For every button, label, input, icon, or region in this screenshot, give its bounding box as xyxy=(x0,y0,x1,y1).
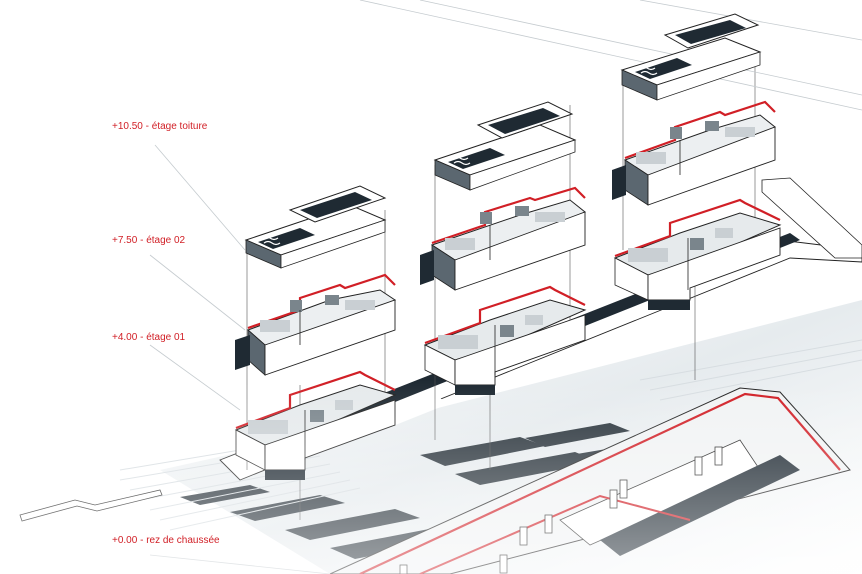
b3-floor02 xyxy=(612,100,776,206)
b3-roof xyxy=(620,13,762,101)
level-label-roof: +10.50 - étage toiture xyxy=(112,121,208,132)
level-label-ground: +0.00 - rez de chaussée xyxy=(112,535,220,546)
b2-roof xyxy=(433,101,577,191)
building-3 xyxy=(612,13,782,310)
building-2 xyxy=(420,101,587,395)
bottom-fade xyxy=(0,380,862,574)
level-label-floor2: +7.50 - étage 02 xyxy=(112,235,186,246)
level-label-floor1: +4.00 - étage 01 xyxy=(112,332,186,343)
b3-floor01 xyxy=(613,198,782,310)
b1-floor02 xyxy=(235,273,397,376)
right-boundary-wall xyxy=(761,177,862,259)
b2-floor02 xyxy=(420,186,586,291)
b1-roof xyxy=(244,185,387,269)
